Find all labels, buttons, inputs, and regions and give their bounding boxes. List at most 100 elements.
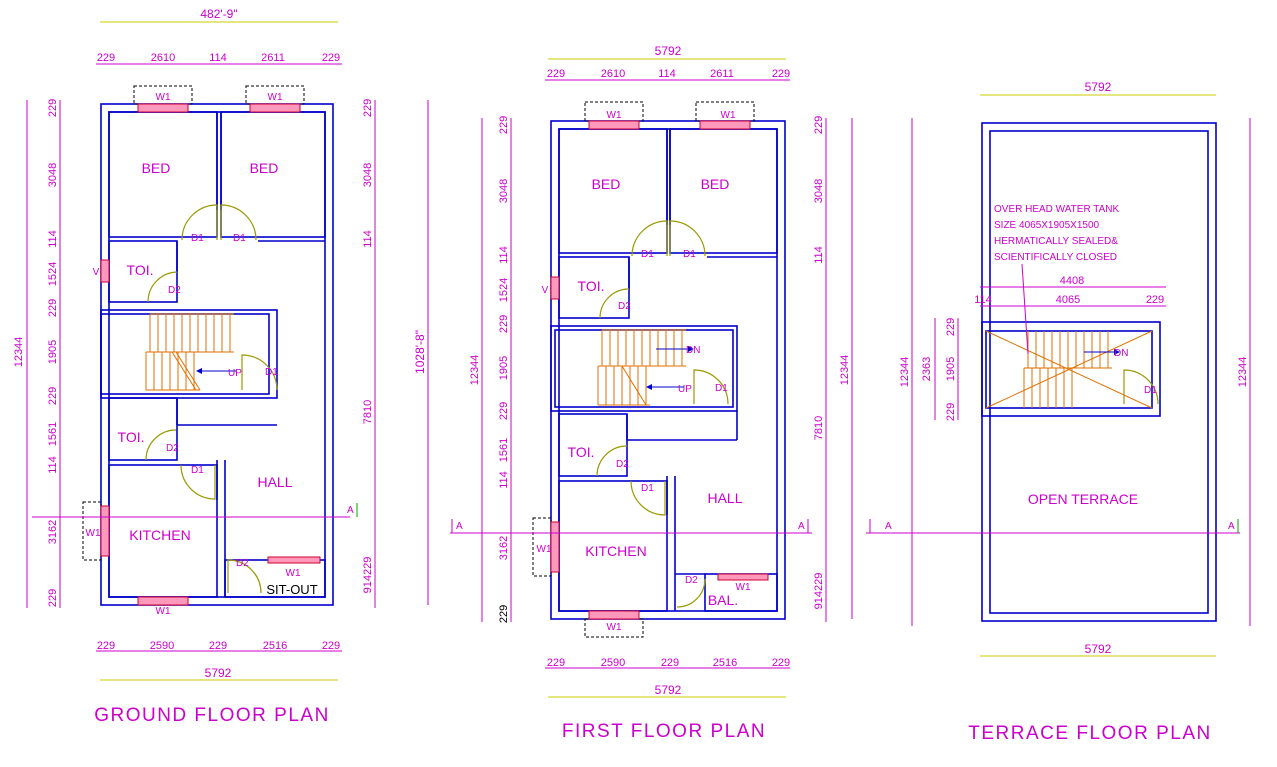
ff-bottom-total: 5792 <box>655 683 682 697</box>
tf-section-marker: A <box>885 521 892 532</box>
ff-title: FIRST FLOOR PLAN <box>562 721 766 742</box>
gf-window-label: W1 <box>268 92 283 103</box>
gf-bottom-dim: 229 <box>97 640 115 652</box>
gf-right-dim: 3048 <box>362 163 374 187</box>
ff-door-label: D1 <box>641 249 654 260</box>
gf-room-sitout: SIT-OUT <box>266 582 317 597</box>
tf-left-total: 12344 <box>899 357 911 388</box>
ff-door-label: D2 <box>616 459 629 470</box>
gf-left-dim: 114 <box>47 456 59 474</box>
gf-door-label: D2 <box>168 285 181 296</box>
tf-tank-total: 4408 <box>1060 275 1084 287</box>
tf-door-label: D1 <box>1144 385 1157 396</box>
gf-left-dim: 1905 <box>47 340 59 364</box>
tf-tank-dim: 114 <box>974 294 992 306</box>
ff-left-dim: 229 <box>498 315 510 333</box>
gf-right-dim: 914229 <box>362 557 374 594</box>
ff-window-label: W1 <box>736 582 751 593</box>
gf-right-total: 1028'-8" <box>413 330 427 374</box>
ff-door-label: D2 <box>618 301 631 312</box>
gf-right-dim: 7810 <box>362 400 374 424</box>
ff-room-kitchen: KITCHEN <box>585 543 646 559</box>
ff-room-hall: HALL <box>707 490 742 506</box>
ff-left-dim: 229 <box>498 116 510 134</box>
first-floor-plan: 5792 229 2610 114 2611 229 <box>450 44 853 742</box>
ff-section-marker: A <box>456 521 463 532</box>
gf-top-dim: 229 <box>322 52 340 64</box>
ff-window-label: W1 <box>607 110 622 121</box>
terrace-floor-plan: 5792 DN D1 OVER HEAD WATER TANK SI <box>866 80 1251 744</box>
gf-left-dim: 1561 <box>47 422 59 446</box>
gf-door-label: D1 <box>265 367 278 378</box>
gf-door-label: D1 <box>233 233 246 244</box>
gf-door-label: D2 <box>236 558 249 569</box>
gf-right-dim: 114 <box>362 230 374 248</box>
tf-stair-dn: DN <box>1114 348 1128 359</box>
gf-left-dim: 229 <box>47 589 59 607</box>
gf-top-dim: 229 <box>97 52 115 64</box>
ff-right-dim: 114 <box>813 246 825 264</box>
ff-left-dim: 114 <box>498 471 510 489</box>
gf-top-dim: 2610 <box>151 52 175 64</box>
tf-room-open-terrace: OPEN TERRACE <box>1028 491 1138 507</box>
gf-bottom-dim: 229 <box>322 640 340 652</box>
gf-title: GROUND FLOOR PLAN <box>94 705 330 726</box>
ff-right-dim: 229 <box>813 116 825 134</box>
gf-room-bed: BED <box>250 160 279 176</box>
tf-right-total: 12344 <box>1237 357 1249 388</box>
tf-tank-note: OVER HEAD WATER TANK <box>994 204 1120 215</box>
tf-tank-note: HERMATICALLY SEALED& <box>994 236 1118 247</box>
tf-tank-note: SCIENTIFICALLY CLOSED <box>994 252 1117 263</box>
gf-top-dim: 2611 <box>261 52 285 64</box>
gf-bottom-dim: 2516 <box>263 640 287 652</box>
gf-room-toilet: TOI. <box>127 262 154 278</box>
gf-room-kitchen: KITCHEN <box>129 527 190 543</box>
gf-left-dim: 3162 <box>47 520 59 544</box>
gf-vent-label: V <box>93 267 100 278</box>
ff-top-dim: 2611 <box>710 68 734 80</box>
gf-stair-up: UP <box>228 368 242 379</box>
gf-left-dim: 229 <box>47 99 59 117</box>
gf-left-total: 12344 <box>13 337 25 368</box>
ff-window-label: W1 <box>607 622 622 633</box>
gf-left-dim: 3048 <box>47 163 59 187</box>
ff-left-bottom-dim: 229 <box>498 605 510 623</box>
gf-door-label: D1 <box>191 465 204 476</box>
tf-stair-dim: 229 <box>945 403 957 421</box>
tf-stair-dim: 2363 <box>921 357 933 381</box>
ff-bottom-dim: 2516 <box>713 657 737 669</box>
ff-room-toilet: TOI. <box>578 278 605 294</box>
ff-window-label: W1 <box>537 544 552 555</box>
tf-stair-dim: 229 <box>945 318 957 336</box>
gf-left-dim: 229 <box>47 387 59 405</box>
gf-bottom-dim: 229 <box>209 640 227 652</box>
ff-vent-label: V <box>542 285 549 296</box>
ff-room-bed: BED <box>592 176 621 192</box>
gf-left-dim: 1524 <box>47 262 59 286</box>
ff-top-dim: 2610 <box>601 68 625 80</box>
ff-left-dim: 114 <box>498 246 510 264</box>
ff-top-dim: 114 <box>658 68 676 80</box>
ff-left-dim: 229 <box>498 402 510 420</box>
ff-door-label: D1 <box>715 383 728 394</box>
tf-title: TERRACE FLOOR PLAN <box>968 723 1211 744</box>
ff-left-dim: 3162 <box>498 536 510 560</box>
ff-room-balcony: BAL. <box>708 592 738 608</box>
gf-window-label: W1 <box>86 528 101 539</box>
tf-tank-dim: 4065 <box>1056 294 1080 306</box>
gf-left-dim: 114 <box>47 230 59 248</box>
gf-left-dim: 229 <box>47 299 59 317</box>
gf-room-hall: HALL <box>257 474 292 490</box>
tf-tank-dim: 229 <box>1146 294 1164 306</box>
ff-door-label: D2 <box>685 575 698 586</box>
ff-right-dim: 914229 <box>813 573 825 610</box>
tf-top-total: 5792 <box>1085 80 1112 94</box>
ff-bottom-dim: 2590 <box>601 657 625 669</box>
ff-stair-dn: DN <box>686 345 700 356</box>
gf-bottom-total: 5792 <box>205 666 232 680</box>
ff-right-dim: 7810 <box>813 416 825 440</box>
ff-right-dim: 3048 <box>813 179 825 203</box>
ff-room-bed: BED <box>701 176 730 192</box>
ff-left-dim: 1561 <box>498 438 510 462</box>
